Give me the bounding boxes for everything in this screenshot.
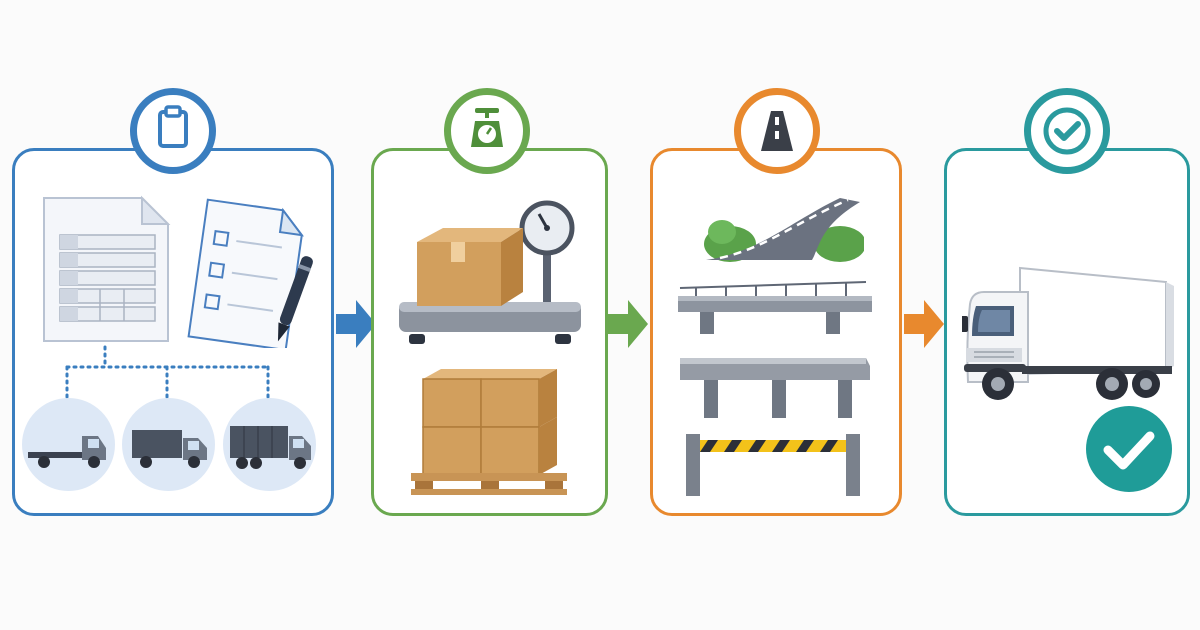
arrow-right-icon (904, 300, 944, 348)
pen-icon (277, 256, 313, 342)
step-badge-weigh (444, 88, 530, 174)
palletized-boxes-icon (411, 369, 567, 495)
spreadsheet-document-icon (43, 195, 171, 342)
check-circle-icon (1086, 406, 1172, 492)
curved-road-icon (704, 198, 864, 262)
step-badge-approve (1024, 88, 1110, 174)
step-badge-plan (130, 88, 216, 174)
step-badge-route (734, 88, 820, 174)
road-icon (761, 111, 793, 151)
large-box-truck-icon (230, 426, 311, 469)
height-barrier-icon (686, 434, 860, 496)
box-truck-icon (132, 430, 207, 468)
bridge-icon (678, 281, 872, 334)
overpass-icon (680, 358, 870, 418)
arrow-right-icon (336, 300, 376, 348)
weighing-scale-icon (471, 108, 503, 147)
platform-scale-icon (399, 200, 581, 344)
dotted-connector (65, 345, 270, 399)
delivery-truck-icon (962, 266, 1174, 400)
clipboard-icon (158, 105, 188, 148)
arrow-right-icon (608, 300, 648, 348)
check-icon (1043, 107, 1091, 155)
flatbed-truck-icon (28, 436, 106, 468)
